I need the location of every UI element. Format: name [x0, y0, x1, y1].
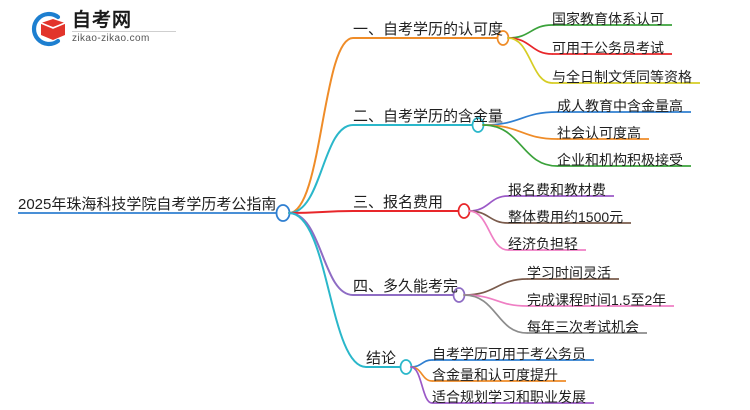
- branch-label-4[interactable]: 四、多久能考完: [353, 278, 459, 296]
- root-node-label[interactable]: 2025年珠海科技学院自考学历考公指南: [18, 196, 277, 214]
- leaf-label-4-2[interactable]: 完成课程时间1.5至2年: [527, 291, 667, 308]
- logo-domain: zikao-zikao.com: [72, 33, 150, 44]
- leaf-label-3-2[interactable]: 整体费用约1500元: [508, 208, 624, 225]
- branch-label-1[interactable]: 一、自考学历的认可度: [353, 21, 504, 39]
- leaf-label-2-1[interactable]: 成人教育中含金量高: [557, 97, 683, 114]
- leaf-label-1-2[interactable]: 可用于公务员考试: [552, 39, 664, 56]
- logo-divider: [72, 31, 176, 32]
- leaf-label-3-3[interactable]: 经济负担轻: [508, 235, 578, 252]
- leaf-label-3-1[interactable]: 报名费和教材费: [508, 181, 606, 198]
- leaf-label-4-1[interactable]: 学习时间灵活: [527, 264, 611, 281]
- leaf-label-2-3[interactable]: 企业和机构积极接受: [557, 151, 683, 168]
- branch-label-2[interactable]: 二、自考学历的含金量: [353, 108, 504, 126]
- leaf-label-4-3[interactable]: 每年三次考试机会: [527, 318, 639, 335]
- logo-name-cn: 自考网: [72, 10, 133, 31]
- logo-mark-icon: [31, 11, 66, 47]
- leaf-label-2-2[interactable]: 社会认可度高: [557, 124, 641, 141]
- branch-label-3[interactable]: 三、报名费用: [353, 194, 444, 212]
- leaf-label-1-3[interactable]: 与全日制文凭同等资格: [552, 68, 692, 85]
- leaf-label-5-2[interactable]: 含金量和认可度提升: [432, 366, 558, 383]
- leaf-label-5-3[interactable]: 适合规划学习和职业发展: [432, 388, 586, 405]
- site-logo: 自考网 zikao-zikao.com: [28, 8, 178, 50]
- leaf-label-5-1[interactable]: 自考学历可用于考公务员: [432, 345, 586, 362]
- branch-label-5[interactable]: 结论: [366, 350, 397, 368]
- leaf-label-1-1[interactable]: 国家教育体系认可: [552, 10, 664, 27]
